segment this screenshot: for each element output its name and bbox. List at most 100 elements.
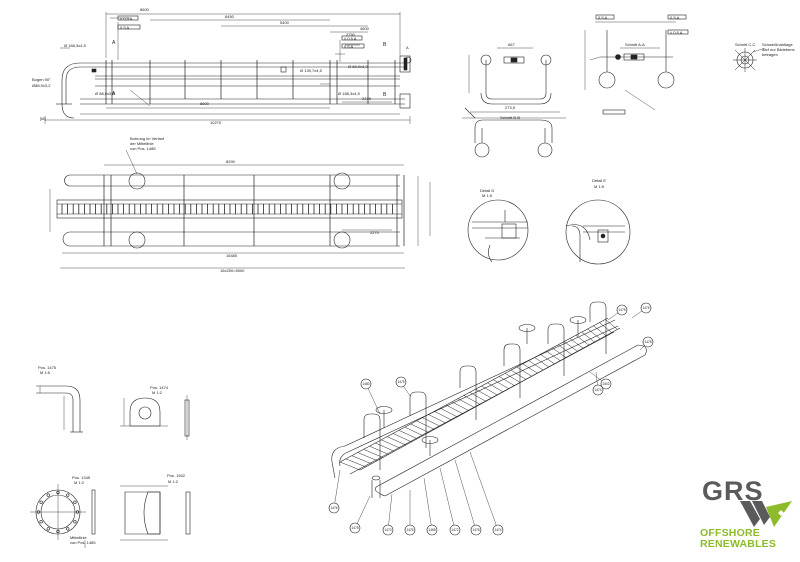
pos5-note-1: Mittellinie	[70, 535, 87, 540]
iso-ladder-rung	[504, 373, 521, 383]
iso-ladder-rung	[510, 369, 527, 380]
balloon-label: 1478	[644, 340, 651, 344]
iso-ladder-rung	[593, 325, 607, 336]
iso-ladder-rung	[434, 411, 452, 421]
bolt-hole	[46, 493, 50, 497]
iso-ladder-rung	[487, 382, 504, 393]
part-pos2-plate	[120, 395, 190, 440]
iso-ladder-rung	[457, 398, 475, 408]
pos4-label: Pos. 1502	[167, 473, 186, 478]
balloon-label: 1480	[362, 382, 369, 386]
part-pos4-plate	[120, 485, 191, 541]
callout-m: [M]	[40, 116, 46, 121]
balloon-label: 1475	[642, 306, 649, 310]
iso-ladder-rung	[404, 426, 424, 436]
bolt-hole	[66, 493, 70, 497]
balloon-leader	[354, 495, 371, 529]
iso-ladder-rung	[599, 322, 612, 333]
callout-pipe-88-mid: Ø 88,9x3,2	[95, 91, 115, 96]
part-balloon	[470, 524, 482, 536]
tol-box-3: // 0,5 A	[344, 36, 357, 41]
iso-ladder-rung	[428, 414, 446, 424]
pos3-scale: M 1:2	[74, 480, 85, 485]
dim-plan-16480: 16480	[226, 253, 238, 258]
section-cc-note-3: betragen	[762, 52, 778, 57]
pos3-label: Pos. 1345	[72, 475, 91, 480]
iso-ladder-rung	[398, 430, 418, 439]
part-balloon	[395, 376, 407, 388]
dim-6450: 6450	[225, 14, 234, 19]
dim-2378: 2378	[362, 96, 371, 101]
flange-circles	[128, 172, 351, 249]
bolt-hole	[73, 520, 77, 524]
plan-view	[49, 149, 431, 269]
section-bb-title: Schnitt B-B	[500, 115, 521, 120]
iso-ladder-rung	[351, 455, 372, 464]
pos1-label: Pos. 1475	[38, 365, 57, 370]
balloon-label: 1478	[472, 528, 479, 532]
balloon-label: 1476	[330, 506, 337, 510]
pos5-note-2: von Pos. 1485	[70, 540, 96, 545]
logo-line-offshore: OFFSHORE	[700, 527, 760, 539]
iso-ladder-rung	[575, 335, 589, 346]
balloon-leader	[423, 477, 433, 531]
dim-2750: 2750	[346, 32, 355, 37]
balloon-label: 1478	[351, 526, 358, 530]
iso-ladder-rung	[357, 452, 378, 461]
iso-ladder-rung	[605, 319, 618, 330]
dim-plan-8290: 8290	[226, 159, 235, 164]
svg-text:A: A	[112, 40, 116, 46]
tol-box-1: // 0,5 A	[120, 16, 133, 21]
callout-pipe-88-left: Ø88,9x3,2	[32, 83, 51, 88]
iso-ladder-rung	[552, 347, 567, 358]
section-cc-note-2: darf nur Bildebene	[762, 47, 795, 52]
part-balloon	[404, 524, 416, 536]
callout-drill-1: Bohrung im Verlauf	[130, 136, 165, 141]
bolt-hole	[73, 500, 77, 504]
part-balloon	[600, 378, 612, 390]
part-balloon	[616, 304, 628, 316]
grs-offshore-renewables-logo: GRS OFFSHORE RENEWABLES	[692, 478, 796, 552]
callout-drill-3: von Pos. 1485	[130, 146, 156, 151]
bolt-hole	[39, 500, 43, 504]
iso-ladder-rung	[522, 363, 538, 374]
logo-wordmark: GRS	[702, 476, 764, 506]
logo-line-renewables: RENEWABLES	[700, 538, 777, 550]
section-bb-dim-667: 667	[508, 42, 515, 47]
part-balloon	[382, 524, 394, 536]
iso-ladder-rung	[345, 458, 366, 468]
tol-box-4: 0,5 A	[344, 44, 354, 49]
iso-ladder-rung	[451, 401, 469, 411]
part-balloon	[328, 502, 340, 514]
pos2-scale: M 1:2	[152, 390, 163, 395]
callout-bend-90: Bogen 90°	[32, 77, 51, 82]
part-balloon	[449, 524, 461, 536]
balloon-label: 1475	[618, 308, 625, 312]
callout-pipe-168-left: Ø 168,3x4,5	[64, 43, 86, 48]
section-aa-box-3: 0,5 A	[670, 15, 680, 20]
balloon-leader	[454, 459, 477, 531]
detail-e-title: Detail E	[592, 178, 607, 183]
svg-text:B: B	[383, 92, 387, 98]
part-balloon	[492, 524, 504, 536]
dim-overall-10270: 10270	[210, 120, 222, 125]
iso-ladder-rung	[369, 445, 389, 455]
iso-ladder-rung	[516, 366, 532, 377]
callout-pipe-88-right: Ø 88,9x3,2	[348, 64, 368, 69]
detail-e-scale: M 1:5	[594, 184, 605, 189]
balloon-leader	[365, 383, 381, 415]
section-cc-title: Schnitt C-C	[735, 42, 756, 47]
isometric-view	[331, 301, 647, 498]
section-aa-box-2: // 0,5 A	[670, 30, 683, 35]
dim-4600: 4600	[360, 26, 369, 31]
svg-text:B: B	[383, 42, 387, 48]
balloon-label: 1472	[451, 528, 458, 532]
section-bb-dim-273: 273,5	[505, 105, 516, 110]
iso-ladder-rung	[493, 379, 509, 389]
part-balloon	[426, 524, 438, 536]
dim-5400: 5400	[280, 20, 289, 25]
iso-ladder-rung	[416, 420, 435, 430]
callout-pipe-168-right: Ø 168,3x4,5	[338, 91, 360, 96]
part-balloon	[642, 336, 654, 348]
